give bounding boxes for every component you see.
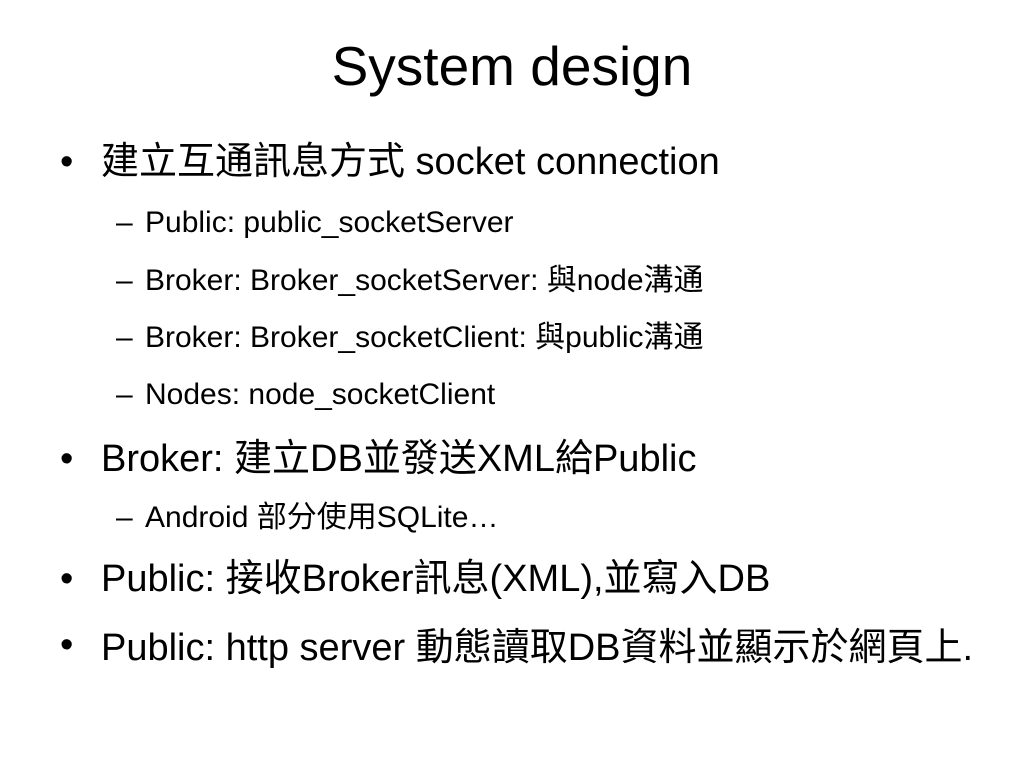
- sub-bullet-text: Broker: Broker_socketClient: 與public溝通: [145, 321, 704, 354]
- bullet-text: 建立互通訊息方式 socket connection: [101, 141, 720, 183]
- sub-bullet-text: Public: public_socketServer: [145, 206, 514, 239]
- sub-bullet-text: Android 部分使用SQLite…: [145, 501, 499, 534]
- sub-bullet-marker: –: [116, 206, 133, 239]
- sub-bullet-marker: –: [116, 264, 133, 297]
- sub-bullet-text: Nodes: node_socketClient: [145, 378, 496, 411]
- bullet-text: Broker: 建立DB並發送XML給Public: [101, 438, 697, 480]
- bullet-marker: •: [60, 558, 74, 600]
- sub-bullet-marker: –: [116, 501, 133, 534]
- bullet-marker: •: [60, 624, 74, 666]
- sub-bullet-marker: –: [116, 378, 133, 411]
- bullet-text: Public: 接收Broker訊息(XML),並寫入DB: [101, 558, 771, 600]
- slide-title: System design: [331, 35, 693, 97]
- bullet-marker: •: [60, 438, 74, 480]
- bullet-marker: •: [60, 141, 74, 183]
- sub-bullet-marker: –: [116, 321, 133, 354]
- sub-bullet-text: Broker: Broker_socketServer: 與node溝通: [145, 264, 704, 297]
- bullet-text: Public: http server 動態讀取DB資料並顯示於網頁上.: [101, 627, 974, 669]
